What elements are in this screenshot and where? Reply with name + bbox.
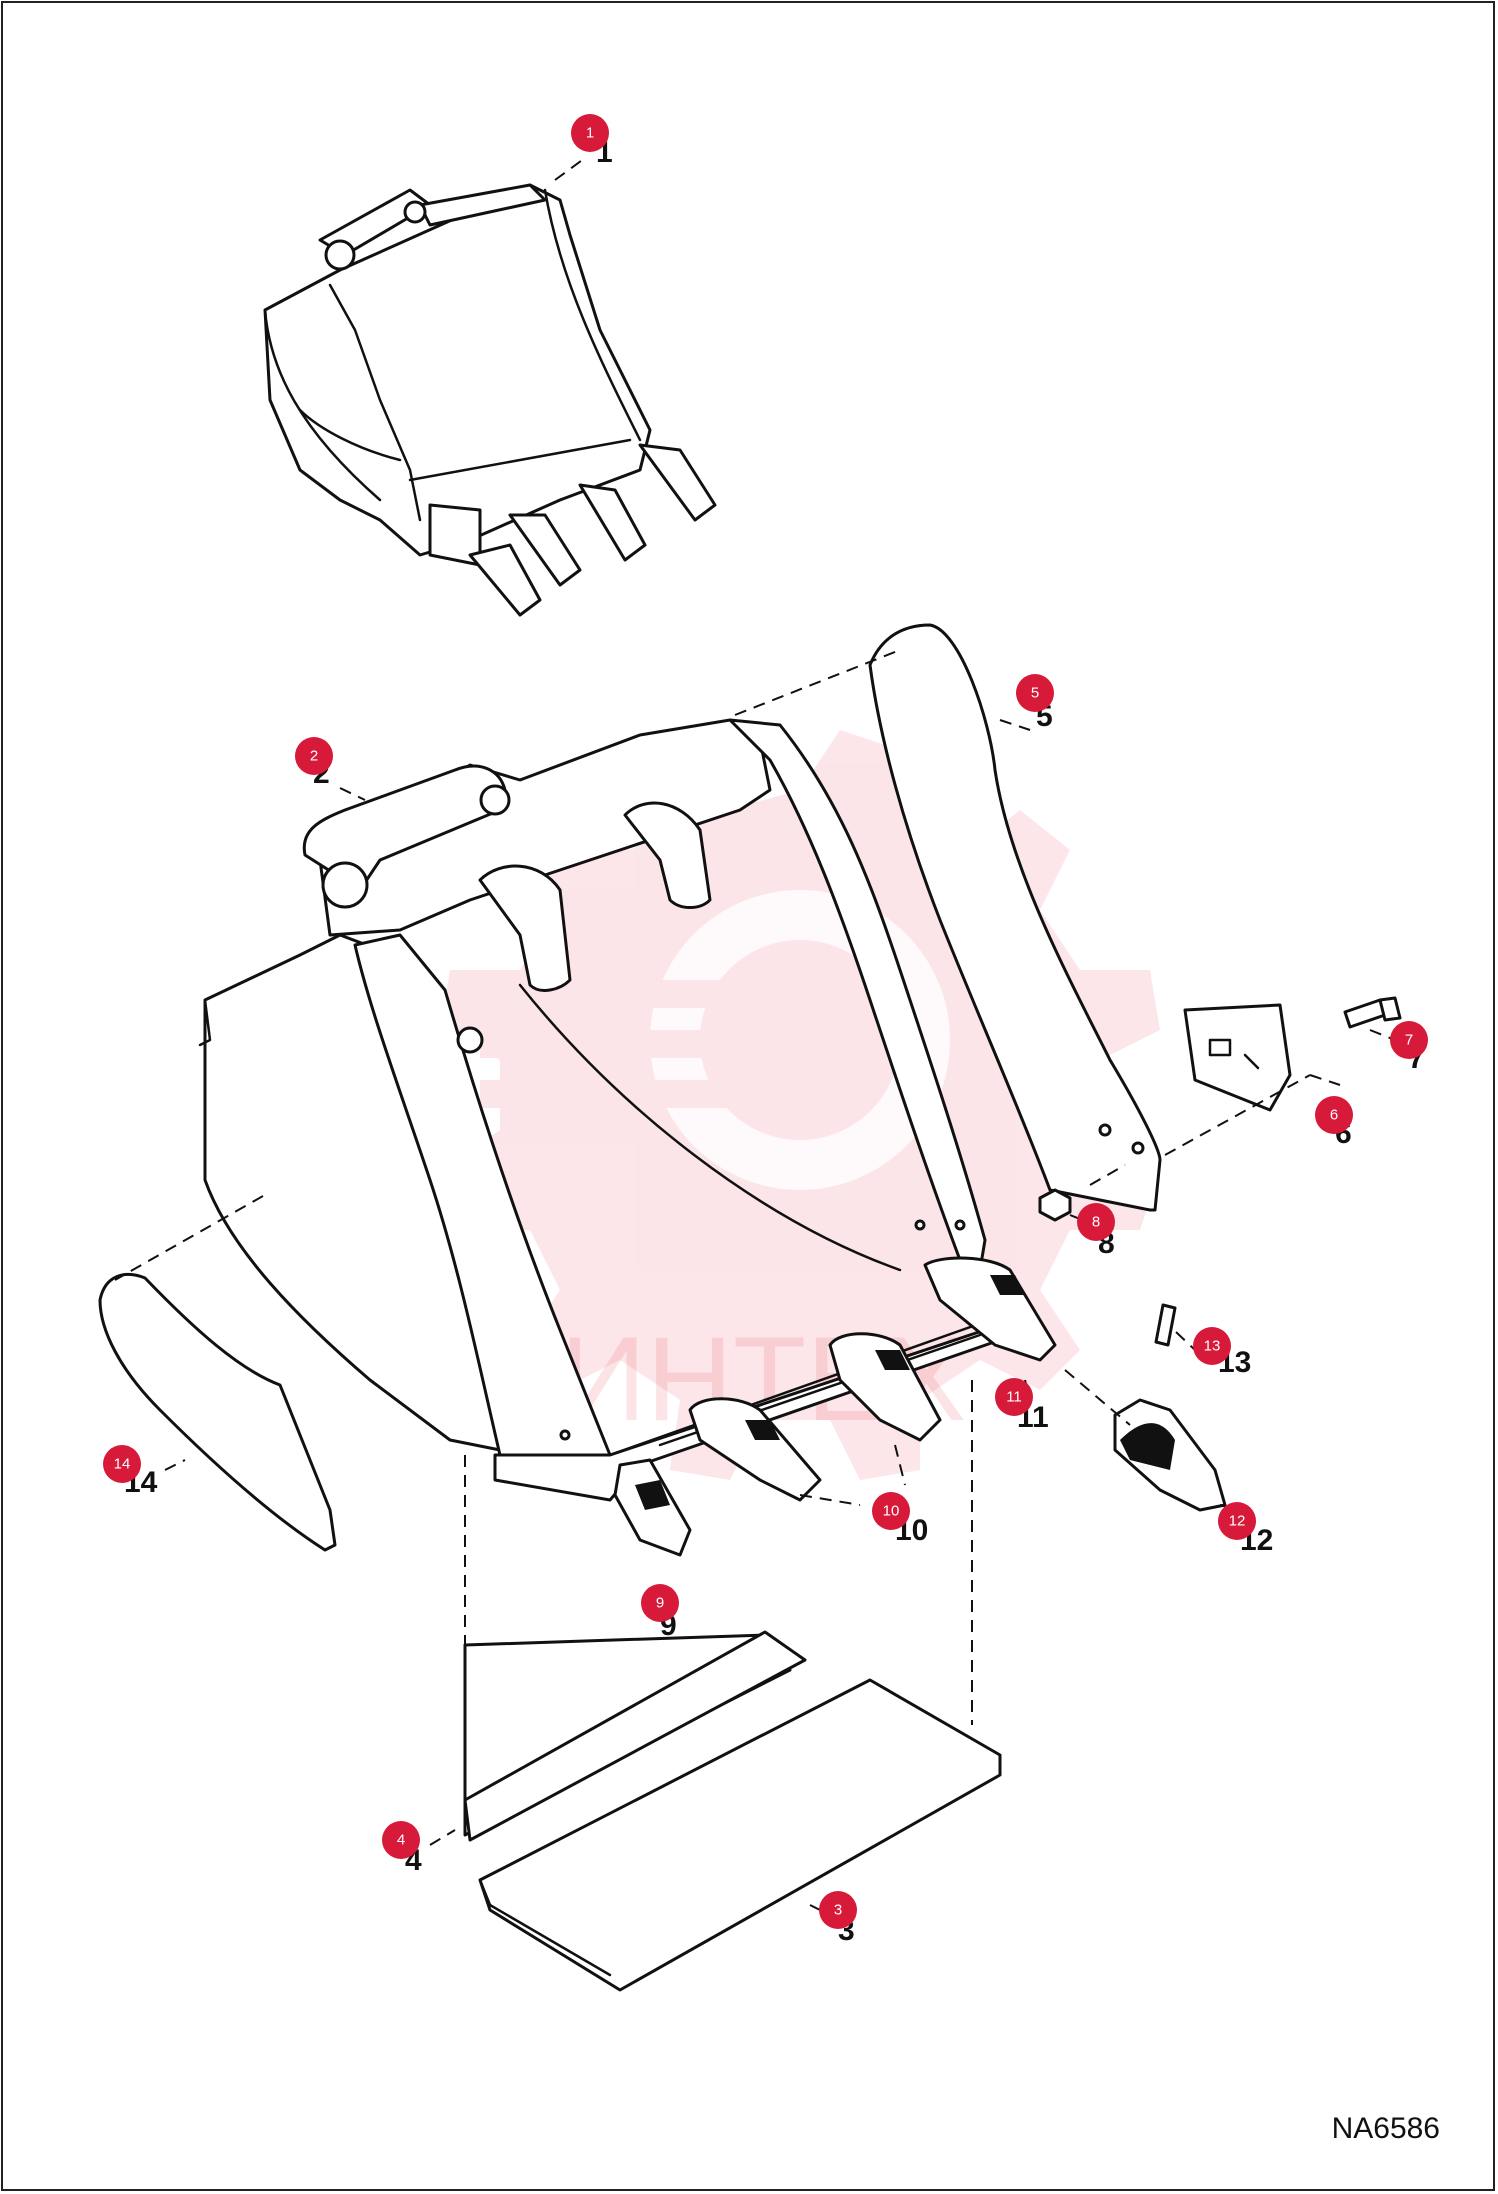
badge-11[interactable]: 11 xyxy=(995,1378,1033,1416)
badge-12[interactable]: 12 xyxy=(1218,1502,1256,1540)
badge-3[interactable]: 3 xyxy=(819,1891,857,1929)
bucket-assembly-small xyxy=(263,183,717,617)
wear-strip xyxy=(478,1678,1002,1992)
svg-text:4: 4 xyxy=(397,1832,405,1849)
bucket-tooth-loose xyxy=(1113,1398,1227,1512)
badge-5[interactable]: 5 xyxy=(1016,674,1054,712)
svg-text:9: 9 xyxy=(656,1595,664,1612)
side-cutter-plate xyxy=(868,623,1162,1212)
cutting-edge-blade xyxy=(463,1630,807,1842)
badge-2[interactable]: 2 xyxy=(295,737,333,775)
badge-7[interactable]: 7 xyxy=(1390,1021,1428,1059)
badge-8[interactable]: 8 xyxy=(1077,1203,1115,1241)
dashed-assembly-lines xyxy=(114,649,1311,1725)
nut xyxy=(1038,1188,1072,1222)
tooth-adapters xyxy=(613,1256,1057,1557)
drawing-code: NA6586 xyxy=(1331,2112,1440,2145)
svg-text:13: 13 xyxy=(1204,1338,1221,1355)
svg-text:1: 1 xyxy=(586,125,594,142)
svg-text:11: 11 xyxy=(1006,1389,1022,1406)
retaining-pin xyxy=(1154,1303,1177,1347)
svg-text:12: 12 xyxy=(1229,1513,1246,1530)
svg-text:7: 7 xyxy=(1405,1032,1413,1049)
badge-14[interactable]: 14 xyxy=(103,1445,141,1483)
badge-10[interactable]: 10 xyxy=(872,1492,910,1530)
svg-text:10: 10 xyxy=(883,1503,900,1520)
badge-4[interactable]: 4 xyxy=(382,1821,420,1859)
svg-text:6: 6 xyxy=(1330,1107,1338,1124)
side-shroud xyxy=(98,1273,337,1552)
bolt xyxy=(1343,996,1402,1029)
svg-text:2: 2 xyxy=(310,748,318,765)
svg-text:8: 8 xyxy=(1092,1214,1100,1231)
badge-1[interactable]: 1 xyxy=(571,114,609,152)
svg-text:14: 14 xyxy=(114,1456,131,1473)
badge-9[interactable]: 9 xyxy=(641,1584,679,1622)
svg-text:3: 3 xyxy=(834,1902,842,1919)
svg-text:5: 5 xyxy=(1031,685,1039,702)
badge-6[interactable]: 6 xyxy=(1315,1096,1353,1134)
callout-badges: 1 2 3 4 5 6 7 8 9 10 11 12 13 14 xyxy=(103,114,1428,1929)
badge-13[interactable]: 13 xyxy=(1193,1327,1231,1365)
